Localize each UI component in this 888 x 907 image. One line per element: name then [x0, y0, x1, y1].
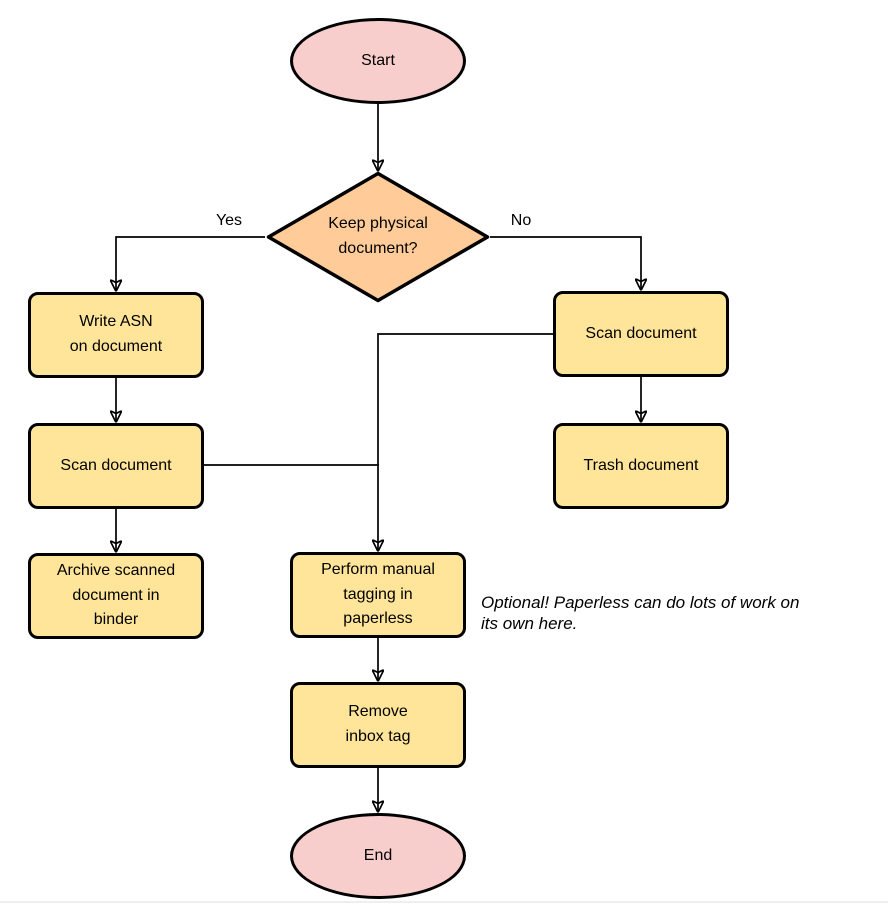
node-end: End — [290, 813, 466, 899]
edge-scan-right-to-tagging — [378, 333, 553, 550]
node-remove-inbox-tag-label: Remove inbox tag — [345, 703, 411, 745]
optional-annotation: Optional! Paperless can do lots of work … — [481, 593, 800, 634]
node-remove-inbox-tag: Remove inbox tag — [290, 682, 466, 768]
node-write-asn-label: Write ASN on document — [69, 313, 163, 355]
node-start: Start — [290, 18, 466, 104]
node-scan-document-left-label: Scan document — [60, 456, 172, 474]
edge-decision-to-scan-right — [490, 236, 641, 289]
edge-label-no: No — [510, 212, 532, 229]
node-decision-label: Keep physical document? — [328, 215, 428, 257]
node-archive-binder: Archive scanned document in binder — [28, 553, 204, 639]
edge-label-yes: Yes — [215, 212, 243, 229]
node-decision: Keep physical document? — [265, 171, 491, 303]
node-scan-document-left: Scan document — [28, 423, 204, 509]
bottom-divider — [0, 901, 888, 903]
edge-decision-to-write-asn — [116, 236, 265, 290]
node-scan-document-right: Scan document — [553, 291, 729, 377]
node-manual-tagging: Perform manual tagging in paperless — [290, 552, 466, 638]
diamond-shape — [266, 171, 490, 303]
node-archive-binder-label: Archive scanned document in binder — [56, 561, 176, 629]
node-manual-tagging-label: Perform manual tagging in paperless — [321, 560, 435, 628]
node-scan-document-right-label: Scan document — [585, 324, 697, 342]
node-write-asn: Write ASN on document — [28, 292, 204, 378]
node-trash-document-label: Trash document — [583, 456, 699, 474]
node-trash-document: Trash document — [553, 423, 729, 509]
node-end-label: End — [363, 846, 393, 864]
node-start-label: Start — [361, 51, 395, 69]
